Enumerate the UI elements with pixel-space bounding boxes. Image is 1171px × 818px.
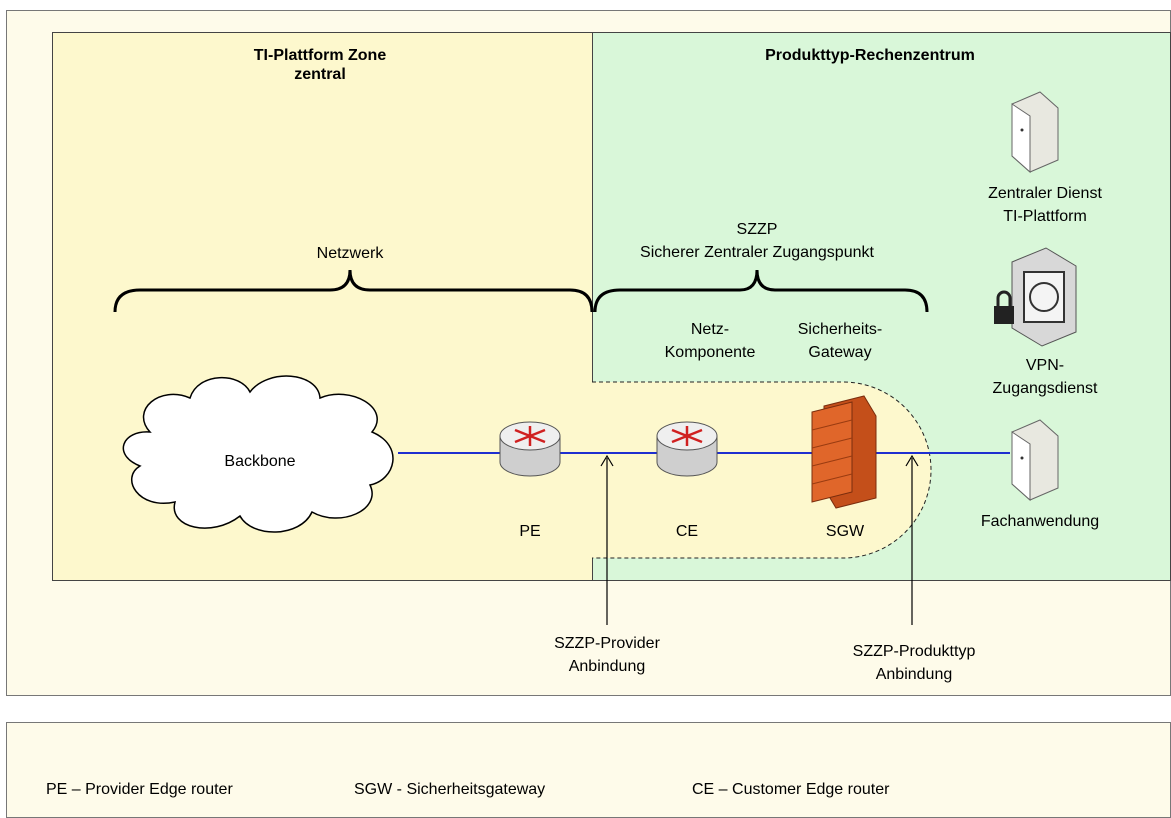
szzp-label-line1: SZZP [736, 221, 778, 238]
zentraler-dienst-server-icon [1011, 91, 1059, 174]
pe-label: PE [519, 523, 541, 540]
sich-label-line1: Sicherheits- [797, 321, 883, 338]
produkttyp-label-line2: Anbindung [875, 666, 953, 683]
provider-label-line2: Anbindung [568, 658, 646, 675]
zentraler-dienst-label: Zentraler Dienst TI-Plattform [955, 184, 1135, 226]
ce-router-icon [656, 421, 718, 477]
zentral-label-line1: Zentraler Dienst [988, 185, 1102, 202]
pe-router-icon [499, 421, 561, 477]
sgw-label: SGW [825, 523, 865, 540]
netz-komponente-label: Netz- Komponente [640, 320, 780, 362]
legend-frame [6, 722, 1171, 818]
szzp-brace [593, 269, 929, 313]
sich-label-line2: Gateway [808, 344, 872, 361]
left-zone-title: TI-Plattform Zone zentral [200, 46, 440, 84]
legend-pe: PE – Provider Edge router [46, 781, 233, 798]
vpn-label-line2: Zugangsdienst [992, 380, 1098, 397]
backbone-cloud-icon [122, 375, 394, 533]
backbone-label: Backbone [224, 453, 296, 470]
sgw-firewall-icon [811, 395, 877, 509]
network-label: Netzwerk [316, 245, 384, 262]
szzp-label-line2: Sicherer Zentraler Zugangspunkt [640, 244, 874, 261]
right-zone-title: Produkttyp-Rechenzentrum [720, 46, 1020, 65]
szzp-area [592, 381, 932, 559]
szzp-provider-label: SZZP-Provider Anbindung [527, 634, 687, 676]
ce-label: CE [675, 523, 699, 540]
fachanwendung-label: Fachanwendung [980, 513, 1100, 530]
netz-label-line2: Komponente [664, 344, 756, 361]
provider-label-line1: SZZP-Provider [554, 635, 660, 652]
left-zone-title-line2: zentral [294, 66, 346, 83]
right-zone-title-line1: Produkttyp-Rechenzentrum [765, 47, 975, 64]
vpn-server-lock-icon [994, 247, 1077, 347]
legend-sgw: SGW - Sicherheitsgateway [354, 781, 546, 798]
szzp-label: SZZP Sicherer Zentraler Zugangspunkt [592, 220, 922, 262]
legend-ce: CE – Customer Edge router [692, 781, 890, 798]
netz-label-line1: Netz- [690, 321, 730, 338]
vpn-label-line1: VPN- [1025, 357, 1065, 374]
provider-arrow [600, 454, 614, 625]
vpn-zugangsdienst-label: VPN- Zugangsdienst [955, 356, 1135, 398]
network-brace [113, 269, 594, 313]
szzp-produkttyp-label: SZZP-Produkttyp Anbindung [814, 642, 1014, 684]
produkttyp-arrow [905, 454, 919, 625]
sicherheits-gateway-label: Sicherheits- Gateway [770, 320, 910, 362]
fachanwendung-server-icon [1011, 419, 1059, 502]
zentral-label-line2: TI-Plattform [1003, 208, 1087, 225]
produkttyp-label-line1: SZZP-Produkttyp [852, 643, 976, 660]
left-zone-title-line1: TI-Plattform Zone [253, 47, 387, 64]
